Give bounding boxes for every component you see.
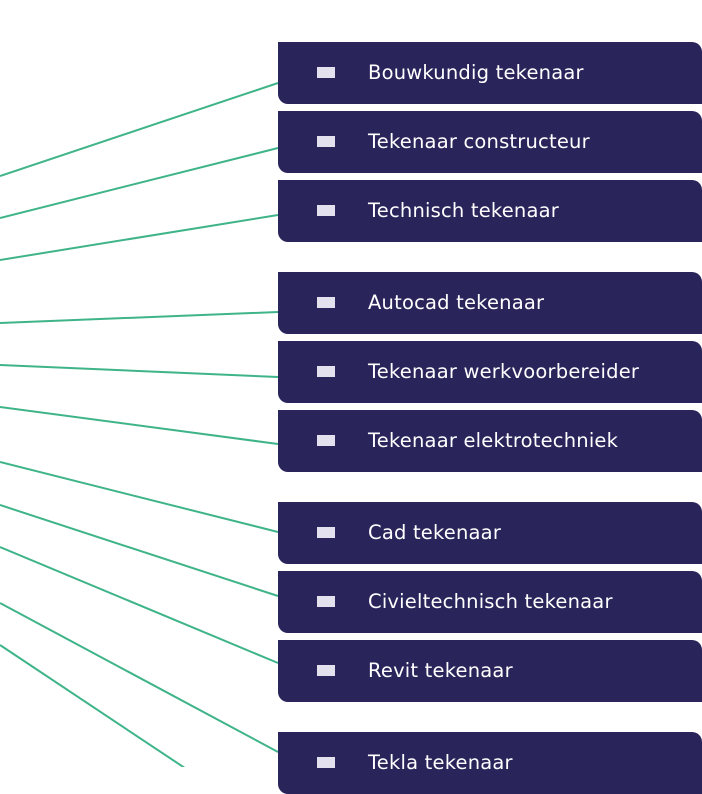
connector-line — [0, 214, 279, 261]
role-node[interactable]: Cad tekenaar — [278, 502, 702, 564]
connector-line — [0, 644, 186, 767]
bullet-icon — [317, 435, 335, 446]
role-label: Tekenaar werkvoorbereider — [368, 360, 640, 384]
role-node[interactable]: Autocad tekenaar — [278, 272, 702, 334]
connector-line — [0, 546, 279, 664]
role-label: Technisch tekenaar — [368, 199, 560, 223]
role-node[interactable]: Tekla tekenaar — [278, 732, 702, 794]
role-label: Tekenaar elektrotechniek — [368, 429, 619, 453]
role-node[interactable]: Technisch tekenaar — [278, 180, 702, 242]
connector-line — [0, 461, 279, 533]
bullet-icon — [317, 297, 335, 308]
connector-line — [0, 147, 279, 219]
bullet-icon — [317, 205, 335, 216]
bullet-icon — [317, 665, 335, 676]
role-label: Tekenaar constructeur — [368, 130, 590, 154]
role-node[interactable]: Tekenaar elektrotechniek — [278, 410, 702, 472]
bullet-icon — [317, 757, 335, 768]
role-node[interactable]: Civieltechnisch tekenaar — [278, 571, 702, 633]
role-label: Autocad tekenaar — [368, 291, 545, 315]
role-node[interactable]: Bouwkundig tekenaar — [278, 42, 702, 104]
role-node[interactable]: Revit tekenaar — [278, 640, 702, 702]
role-label: Civieltechnisch tekenaar — [368, 590, 613, 614]
bullet-icon — [317, 596, 335, 607]
connector-line — [0, 364, 279, 378]
bullet-icon — [317, 67, 335, 78]
role-label: Tekla tekenaar — [368, 751, 513, 775]
connector-lines — [0, 82, 279, 767]
connector-line — [0, 602, 279, 753]
role-label: Cad tekenaar — [368, 521, 502, 545]
bullet-icon — [317, 136, 335, 147]
connector-line — [0, 406, 279, 445]
role-node[interactable]: Tekenaar werkvoorbereider — [278, 341, 702, 403]
connector-line — [0, 504, 279, 597]
role-label: Bouwkundig tekenaar — [368, 61, 584, 85]
connector-line — [0, 82, 279, 177]
bullet-icon — [317, 527, 335, 538]
role-label: Revit tekenaar — [368, 659, 513, 683]
role-node[interactable]: Tekenaar constructeur — [278, 111, 702, 173]
connector-line — [0, 311, 279, 324]
bullet-icon — [317, 366, 335, 377]
